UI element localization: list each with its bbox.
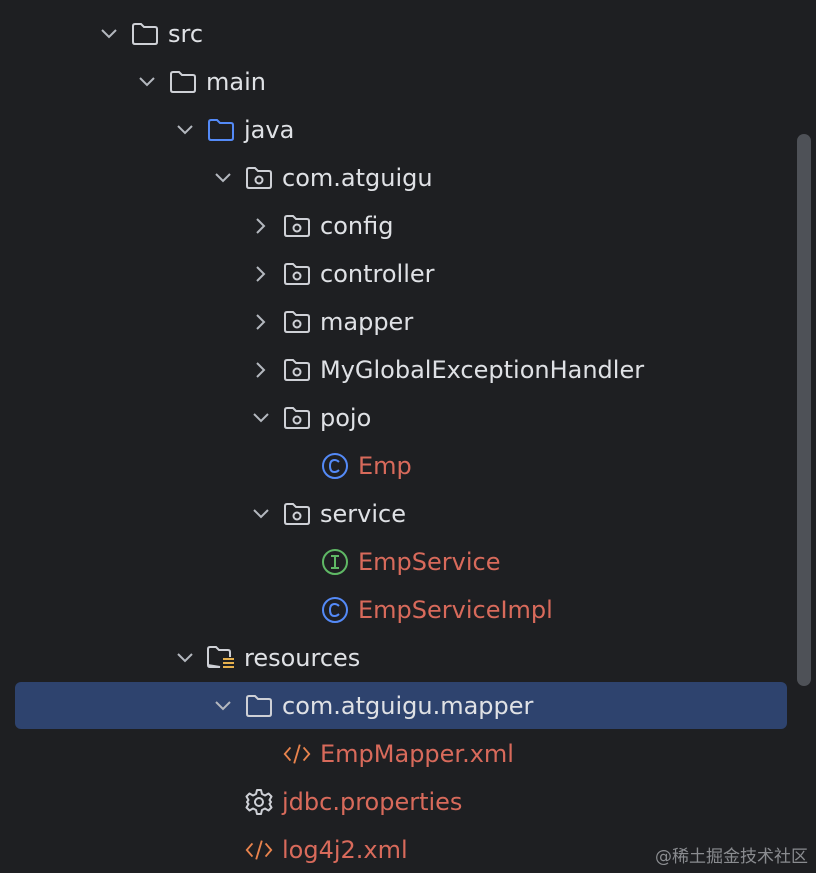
tree-item-log4j2-xml[interactable]: log4j2.xml	[0, 826, 816, 873]
tree-item-label: log4j2.xml	[282, 836, 408, 864]
package-icon	[282, 259, 312, 289]
tree-item-label: com.atguigu.mapper	[282, 692, 534, 720]
source-folder-icon	[206, 115, 236, 145]
tree-item-label: com.atguigu	[282, 164, 433, 192]
tree-item-service[interactable]: service	[0, 490, 816, 538]
resources-folder-icon	[206, 643, 236, 673]
tree-item-myglobalexceptionhandler[interactable]: MyGlobalExceptionHandler	[0, 346, 816, 394]
xml-file-icon	[244, 835, 274, 865]
tree-item-label: pojo	[320, 404, 372, 432]
chevron-down-icon[interactable]	[172, 117, 198, 143]
chevron-down-icon[interactable]	[210, 165, 236, 191]
tree-item-label: config	[320, 212, 394, 240]
tree-item-pojo[interactable]: pojo	[0, 394, 816, 442]
chevron-down-icon[interactable]	[210, 693, 236, 719]
xml-file-icon	[282, 739, 312, 769]
interface-icon	[320, 547, 350, 577]
package-icon	[282, 499, 312, 529]
tree-item-label: EmpServiceImpl	[358, 596, 553, 624]
class-icon	[320, 595, 350, 625]
chevron-down-icon[interactable]	[248, 405, 274, 431]
tree-item-label: jdbc.properties	[282, 788, 463, 816]
tree-item-label: EmpService	[358, 548, 501, 576]
tree-item-java[interactable]: java	[0, 106, 816, 154]
watermark: @稀土掘金技术社区	[655, 847, 808, 867]
package-icon	[244, 163, 274, 193]
tree-item-label: java	[244, 116, 295, 144]
chevron-right-icon[interactable]	[248, 309, 274, 335]
chevron-right-icon[interactable]	[248, 357, 274, 383]
tree-item-label: service	[320, 500, 406, 528]
scrollbar-thumb[interactable]	[797, 134, 811, 686]
tree-item-label: resources	[244, 644, 361, 672]
chevron-down-icon[interactable]	[134, 69, 160, 95]
tree-item-label: main	[206, 68, 266, 96]
tree-item-label: mapper	[320, 308, 414, 336]
folder-icon	[168, 67, 198, 97]
tree-item-empserviceimpl[interactable]: EmpServiceImpl	[0, 586, 816, 634]
tree-item-com-atguigu-mapper[interactable]: com.atguigu.mapper	[0, 682, 816, 730]
tree-item-label: MyGlobalExceptionHandler	[320, 356, 645, 384]
chevron-down-icon[interactable]	[96, 21, 122, 47]
chevron-down-icon[interactable]	[248, 501, 274, 527]
tree-item-jdbc-properties[interactable]: jdbc.properties	[0, 778, 816, 826]
package-icon	[282, 403, 312, 433]
tree-item-label: Emp	[358, 452, 412, 480]
tree-item-config[interactable]: config	[0, 202, 816, 250]
tree-item-resources[interactable]: resources	[0, 634, 816, 682]
tree-item-label: src	[168, 20, 204, 48]
folder-icon	[244, 691, 274, 721]
folder-icon	[130, 19, 160, 49]
chevron-right-icon[interactable]	[248, 213, 274, 239]
tree-item-src[interactable]: src	[0, 10, 816, 58]
project-tree: src main java com.atguigu config control…	[0, 10, 816, 873]
tree-item-empmapper-xml[interactable]: EmpMapper.xml	[0, 730, 816, 778]
gear-icon	[244, 787, 274, 817]
tree-item-controller[interactable]: controller	[0, 250, 816, 298]
class-icon	[320, 451, 350, 481]
chevron-down-icon[interactable]	[172, 645, 198, 671]
tree-item-label: controller	[320, 260, 435, 288]
tree-item-emp[interactable]: Emp	[0, 442, 816, 490]
tree-item-empservice[interactable]: EmpService	[0, 538, 816, 586]
tree-item-label: EmpMapper.xml	[320, 740, 514, 768]
package-icon	[282, 355, 312, 385]
chevron-right-icon[interactable]	[248, 261, 274, 287]
tree-item-com-atguigu[interactable]: com.atguigu	[0, 154, 816, 202]
vertical-scrollbar[interactable]	[794, 0, 816, 873]
tree-item-main[interactable]: main	[0, 58, 816, 106]
package-icon	[282, 307, 312, 337]
tree-item-mapper[interactable]: mapper	[0, 298, 816, 346]
package-icon	[282, 211, 312, 241]
